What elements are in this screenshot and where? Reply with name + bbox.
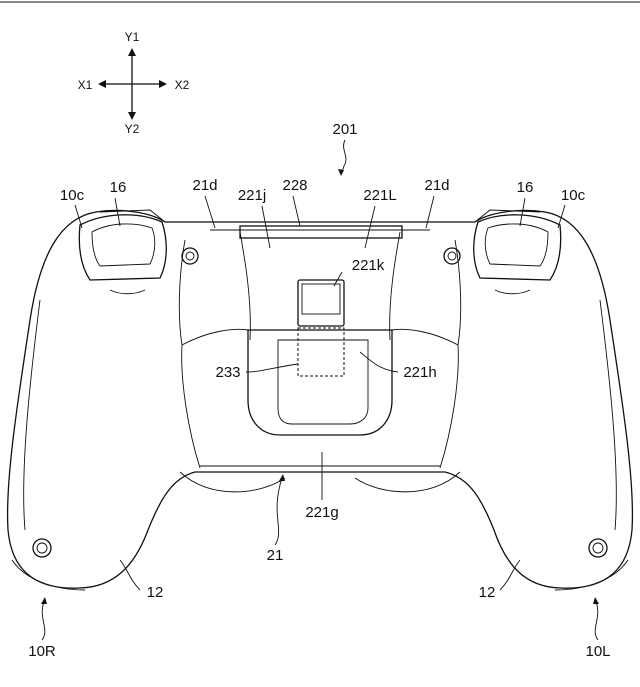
arrow-up-icon <box>128 48 136 56</box>
label-16-right: 16 <box>517 179 534 196</box>
label-221L: 221L <box>363 187 396 204</box>
screw-left-top <box>181 247 199 265</box>
center-pocket <box>181 328 459 436</box>
label-12-left: 12 <box>147 584 164 601</box>
direction-indicator: Y1 Y2 X1 X2 <box>78 30 190 136</box>
label-21: 21 <box>267 547 284 564</box>
label-221g: 221g <box>305 504 338 521</box>
axis-label-y2: Y2 <box>125 122 140 136</box>
label-10L: 10L <box>585 643 610 660</box>
label-16-left: 16 <box>110 179 127 196</box>
label-10c-right: 10c <box>561 187 586 204</box>
right-shoulder-button <box>473 209 562 295</box>
label-10R: 10R <box>28 643 56 660</box>
label-221j: 221j <box>238 187 266 204</box>
arrow-left-icon <box>98 80 106 88</box>
label-12-right: 12 <box>479 584 496 601</box>
reference-labels: 201 10c 16 21d 221j 228 221L 21d 16 10c … <box>28 121 610 660</box>
screw-right-top <box>443 247 461 265</box>
label-21d-right: 21d <box>424 177 449 194</box>
arrow-down-icon <box>128 112 136 120</box>
hidden-part-233 <box>297 327 345 377</box>
label-10c-left: 10c <box>60 187 85 204</box>
leader-lines <box>41 139 599 641</box>
label-21d-left: 21d <box>192 177 217 194</box>
label-233: 233 <box>215 364 240 381</box>
axis-label-y1: Y1 <box>125 30 140 44</box>
arrow-right-icon <box>159 80 167 88</box>
tab-221k <box>297 279 345 327</box>
label-201: 201 <box>332 121 357 138</box>
axis-label-x2: X2 <box>175 78 190 92</box>
controller-body <box>6 209 634 591</box>
label-221h: 221h <box>403 364 436 381</box>
left-shoulder-button <box>78 209 167 295</box>
label-228: 228 <box>282 177 307 194</box>
axis-label-x1: X1 <box>78 78 93 92</box>
screw-right-grip <box>588 538 608 558</box>
label-221k: 221k <box>352 257 385 274</box>
screw-left-grip <box>32 538 52 558</box>
top-bar-228 <box>210 225 430 239</box>
